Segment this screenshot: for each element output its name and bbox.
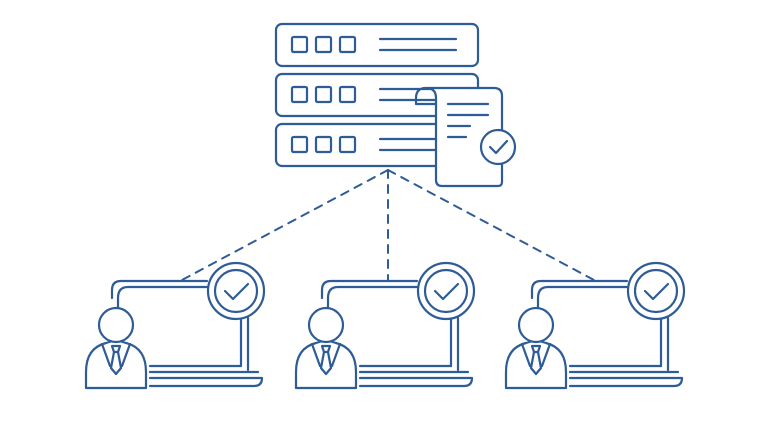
clients (84, 261, 686, 390)
user-icon (294, 306, 358, 390)
server-unit-1 (274, 22, 480, 68)
check-circle-icon (626, 261, 686, 321)
laptop-icon (110, 279, 264, 388)
connection-line-right (387, 169, 595, 281)
connection-line-left (181, 169, 389, 281)
laptop-icon (320, 279, 474, 388)
check-circle-icon (416, 261, 476, 321)
laptop-icon (530, 279, 684, 388)
server-rack-icon (274, 22, 480, 168)
client-2 (294, 261, 476, 390)
client-3 (504, 261, 686, 390)
check-circle-icon (206, 261, 266, 321)
user-icon (84, 306, 148, 390)
connections (181, 169, 595, 281)
client-1 (84, 261, 266, 390)
certificate-check-icon (414, 86, 517, 188)
user-icon (504, 306, 568, 390)
